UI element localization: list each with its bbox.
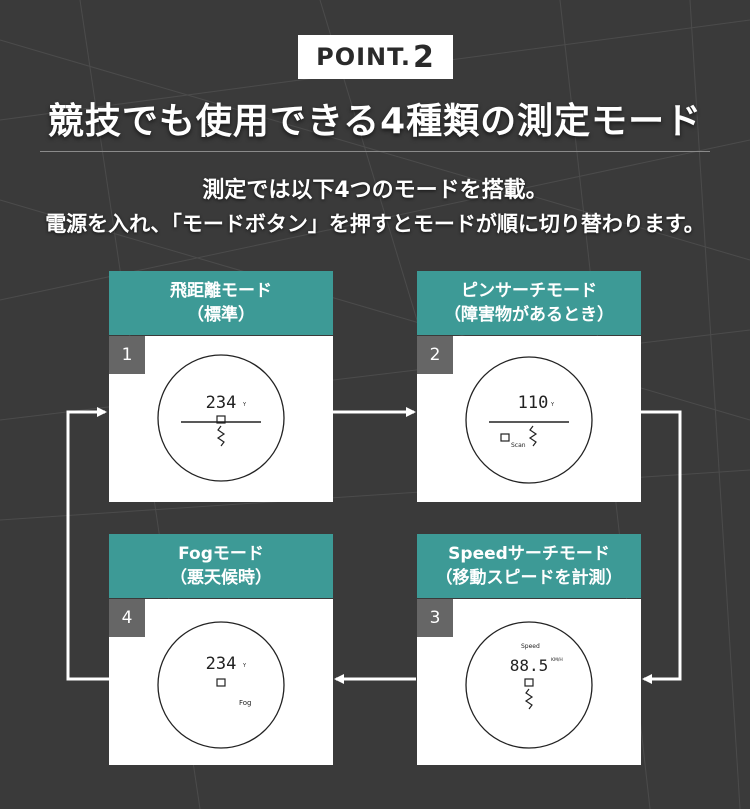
mode-3-reticle-icon	[524, 678, 534, 687]
mode-2-title: ピンサーチモード	[461, 281, 597, 301]
mode-4-label: Fogモード （悪天候時）	[109, 534, 333, 598]
mode-3-reading: 88.5	[510, 656, 549, 675]
mode-3-subtitle: （移動スピードを計測）	[435, 568, 623, 588]
mode-1-number: 1	[109, 336, 145, 374]
mode-3-panel: 3 Speed 88.5 KM/H	[417, 599, 641, 765]
mode-2-unit: Y	[550, 402, 555, 408]
mode-2-label: ピンサーチモード （障害物があるとき）	[417, 271, 641, 335]
mode-1-reticle-icon	[216, 415, 226, 424]
mode-4-reading: 234	[206, 654, 237, 674]
mode-1-flag-icon	[216, 425, 226, 447]
mode-4-panel: 4 234 Y Fog	[109, 599, 333, 765]
mode-1-subtitle: （標準）	[187, 305, 255, 325]
mode-4-title: Fogモード	[178, 544, 264, 564]
mode-1-viewfinder: 234 Y	[157, 354, 285, 482]
divider	[40, 151, 710, 152]
mode-4-viewfinder: 234 Y Fog	[157, 621, 285, 749]
mode-2-number: 2	[417, 336, 453, 374]
point-badge: POINT.2	[298, 35, 453, 79]
mode-3-unit: KM/H	[551, 657, 563, 663]
mode-2-panel: 2 110 Y Scan	[417, 336, 641, 502]
mode-4-reticle-icon	[216, 678, 226, 687]
point-badge-number: 2	[412, 39, 435, 75]
mode-3-flag-icon	[524, 688, 534, 710]
mode-2-caption: Scan	[511, 442, 526, 449]
mode-3-title: Speedサーチモード	[448, 544, 610, 564]
mode-4-caption: Fog	[239, 699, 252, 707]
mode-2-subtitle: （障害物があるとき）	[444, 305, 614, 325]
mode-2-reading: 110	[518, 393, 549, 413]
mode-4-number: 4	[109, 599, 145, 637]
mode-1-label: 飛距離モード （標準）	[109, 271, 333, 335]
mode-2-scan-icon	[500, 433, 510, 442]
description-line-2: 電源を入れ、「モードボタン」を押すとモードが順に切り替わります。	[45, 212, 705, 236]
mode-1-panel: 1 234 Y	[109, 336, 333, 502]
mode-1-unit: Y	[242, 402, 247, 408]
mode-2-flag-icon	[528, 425, 538, 447]
mode-1-title: 飛距離モード	[170, 281, 272, 301]
mode-4-unit: Y	[242, 663, 247, 669]
mode-4-subtitle: （悪天候時）	[170, 568, 272, 588]
mode-3-label: Speedサーチモード （移動スピードを計測）	[417, 534, 641, 598]
headline: 競技でも使用できる4種類の測定モード	[47, 101, 703, 142]
mode-3-number: 3	[417, 599, 453, 637]
mode-1-reading: 234	[206, 393, 237, 413]
mode-3-viewfinder: Speed 88.5 KM/H	[465, 621, 593, 749]
description-line-1: 測定では以下4つのモードを搭載。	[202, 178, 548, 203]
point-badge-label: POINT.	[316, 43, 411, 71]
mode-2-viewfinder: 110 Y Scan	[465, 356, 593, 484]
mode-3-caption: Speed	[521, 643, 540, 650]
